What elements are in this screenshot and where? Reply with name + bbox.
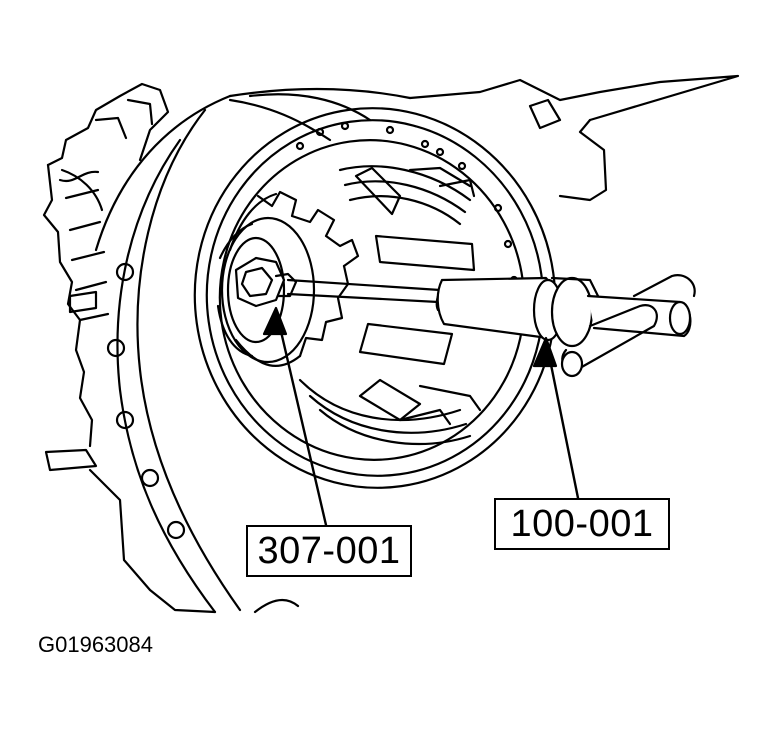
leader-arrows	[264, 308, 578, 525]
clutch-pack	[300, 166, 480, 444]
bell-housing	[96, 89, 410, 612]
adapter-tool-307-001	[236, 258, 296, 306]
upper-housing	[230, 76, 738, 200]
slide-hammer-100-001	[288, 236, 695, 376]
figure-id: G01963084	[38, 632, 153, 657]
callout-tool-307-001: 307-001	[246, 525, 412, 577]
transmission-case	[44, 84, 215, 612]
spline-hub	[218, 192, 358, 366]
callout-tool-100-001: 100-001	[494, 498, 670, 550]
